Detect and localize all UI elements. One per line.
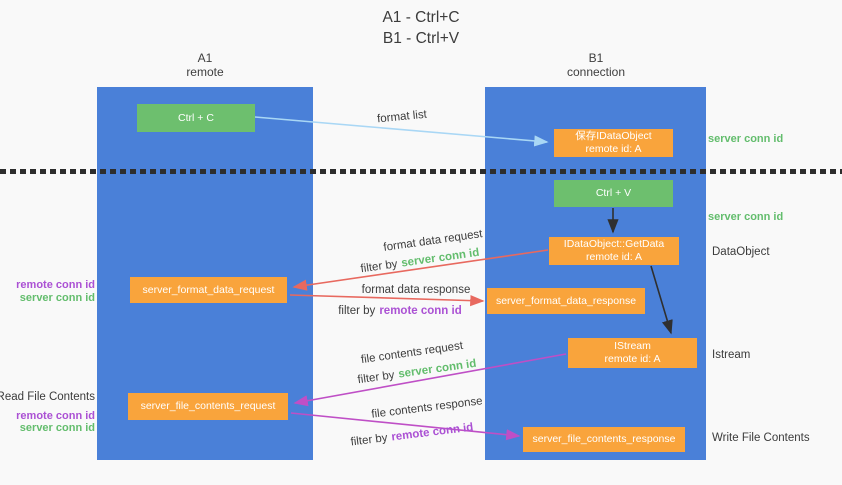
lane-a1-subtitle: remote — [186, 65, 224, 79]
remote-conn-id-text: remote conn id — [379, 305, 462, 317]
istream-annotation: Istream — [712, 349, 751, 361]
format-list-label: format list — [376, 108, 428, 126]
server-format-data-request-box: server_format_data_request — [130, 277, 287, 303]
server-conn-id-annotation-top: server conn id — [708, 133, 784, 145]
server-conn-id-annotation-mid: server conn id — [708, 211, 784, 223]
ctrl-v-box: Ctrl + V — [554, 180, 673, 207]
filter-by-text: filter by — [359, 258, 399, 276]
lane-a1-title: A1 — [197, 51, 213, 65]
istream-line1: IStream — [614, 340, 651, 352]
lane-header-b1: B1 connection — [526, 51, 666, 79]
format-data-response-label: format data response — [361, 284, 471, 296]
idataobject-getdata-box: IDataObject::GetData remote id: A — [549, 237, 679, 265]
server-conn-id-text: server conn id — [400, 246, 481, 270]
remote-conn-id-text: remote conn id — [390, 421, 475, 444]
filter-by-text: filter by — [349, 432, 389, 449]
lane-b1-subtitle: connection — [566, 65, 626, 79]
filter-by-text: filter by — [338, 305, 376, 317]
left-conn-id-stack-top: remote conn id server conn id — [16, 279, 95, 304]
save-idataobject-line2: remote id: A — [585, 143, 642, 155]
read-file-contents-annotation: Read File Contents — [0, 391, 95, 403]
remote-conn-id-annotation-bottom: remote conn id — [16, 409, 95, 422]
lane-b1-title: B1 — [588, 51, 604, 65]
remote-conn-id-annotation-top: remote conn id — [16, 279, 95, 291]
ctrl-c-box: Ctrl + C — [137, 104, 255, 132]
getdata-line2: remote id: A — [585, 251, 643, 263]
server-conn-id-annotation-left-top: server conn id — [19, 291, 95, 304]
session-divider-dotted-line — [0, 169, 842, 174]
istream-line2: remote id: A — [604, 353, 661, 365]
server-conn-id-annotation-left-bottom: server conn id — [19, 422, 95, 434]
title-line-1: A1 - Ctrl+C — [382, 9, 460, 26]
filter-by-text: filter by — [356, 369, 396, 387]
server-format-data-response-box: server_format_data_response — [487, 288, 645, 314]
title-line-2: B1 - Ctrl+V — [382, 30, 460, 47]
server-file-contents-response-box: server_file_contents_response — [523, 427, 685, 452]
lane-header-a1: A1 remote — [135, 51, 275, 79]
istream-box: IStream remote id: A — [568, 338, 697, 368]
getdata-line1: IDataObject::GetData — [563, 238, 665, 250]
server-conn-id-text: server conn id — [397, 357, 478, 381]
server-file-contents-request-box: server_file_contents_request — [128, 393, 288, 420]
diagram-title: A1 - Ctrl+C B1 - Ctrl+V — [382, 7, 459, 49]
left-annotation-stack-bottom: Read File Contents remote conn id server… — [0, 391, 95, 435]
dataobject-annotation: DataObject — [712, 246, 770, 258]
save-idataobject-line1: 保存IDataObject — [575, 130, 652, 142]
write-file-contents-annotation: Write File Contents — [712, 432, 810, 444]
file-contents-response-label: file contents response — [370, 395, 484, 421]
save-idataobject-box: 保存IDataObject remote id: A — [554, 129, 673, 157]
